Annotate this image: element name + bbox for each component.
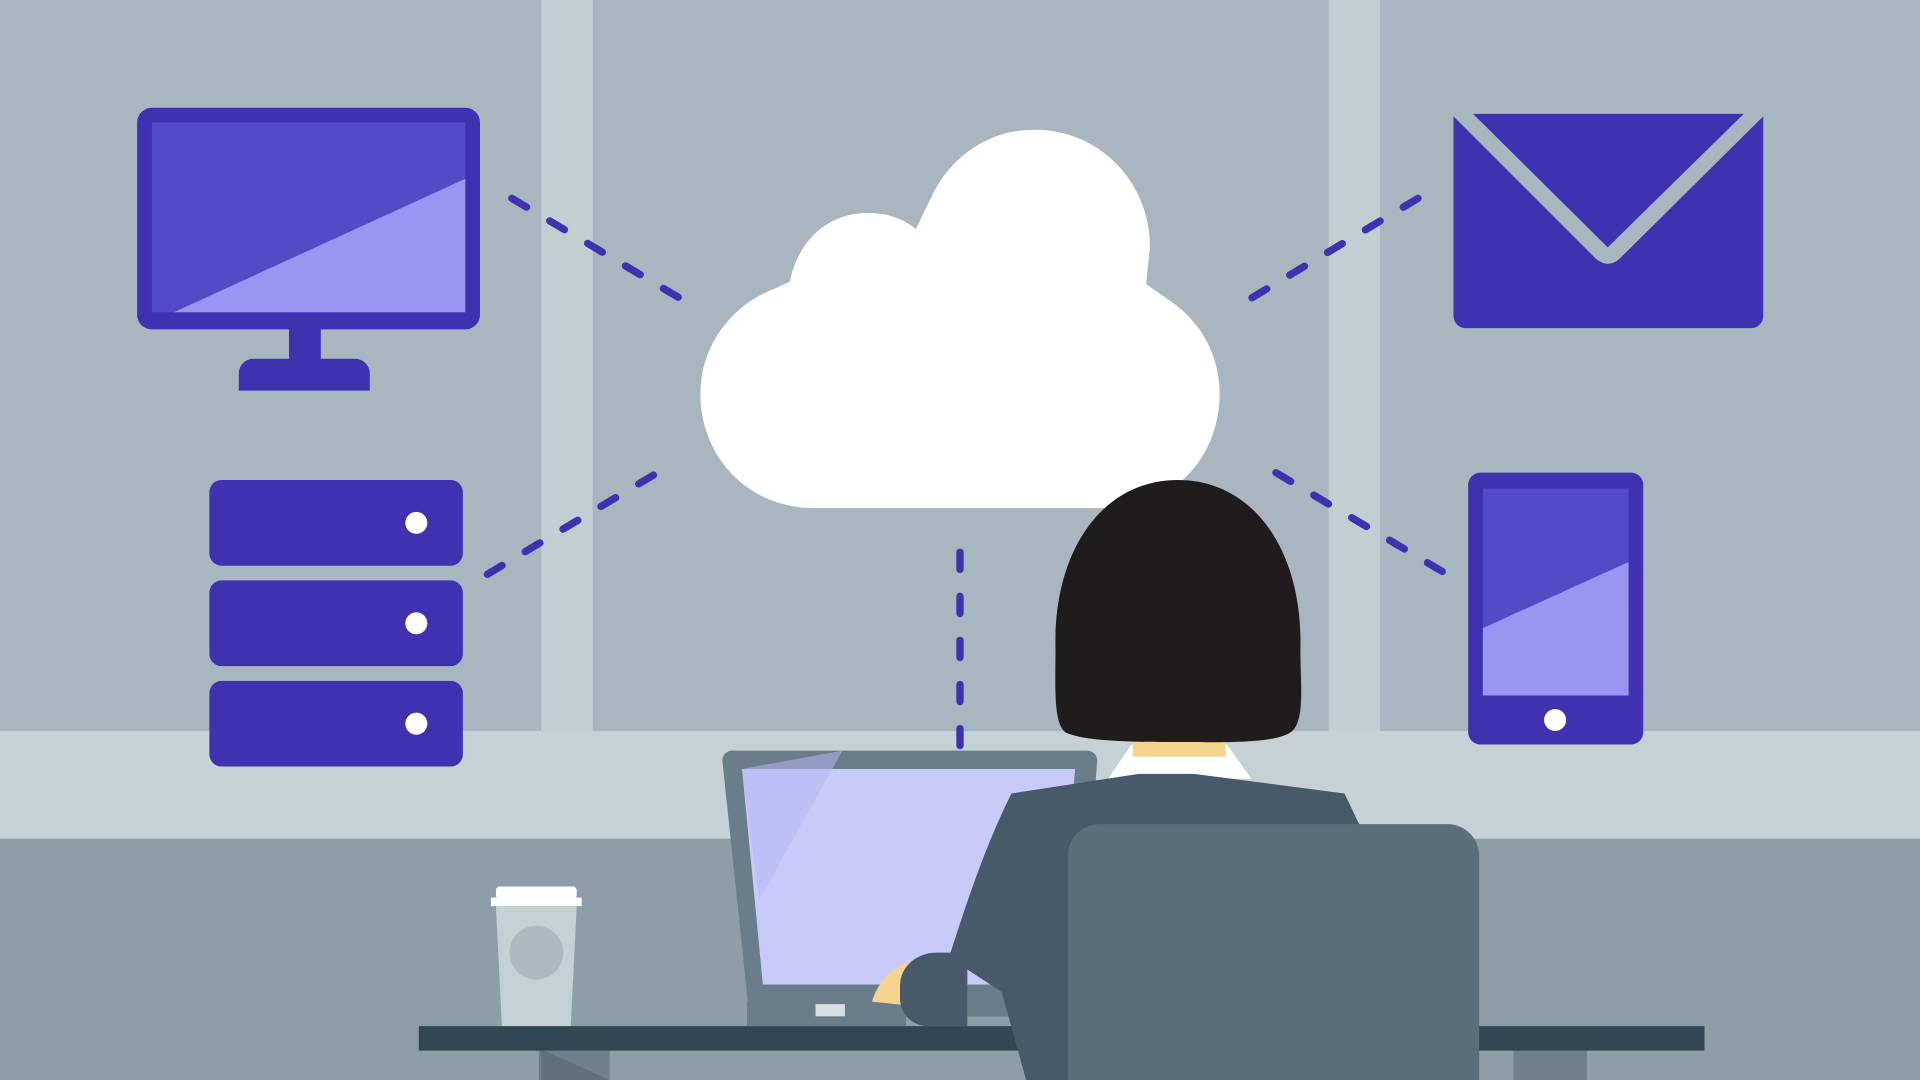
coffee-cup-icon: [491, 886, 582, 1029]
envelope-icon: [1453, 113, 1764, 329]
office-chair: [1067, 824, 1480, 1080]
window-mullion-left: [541, 0, 593, 735]
connection-envelope-cloud: [1246, 194, 1422, 303]
server-stack-icon: [209, 480, 463, 767]
tablet-icon: [1468, 472, 1644, 745]
window-mullion-right: [1328, 0, 1380, 735]
desktop-monitor-icon: [137, 107, 480, 391]
cloud-icon: [700, 129, 1220, 509]
connection-monitor-cloud: [508, 194, 685, 303]
connection-tablet-cloud: [1272, 468, 1449, 577]
connection-server-cloud: [483, 468, 662, 578]
hair: [1055, 480, 1302, 743]
